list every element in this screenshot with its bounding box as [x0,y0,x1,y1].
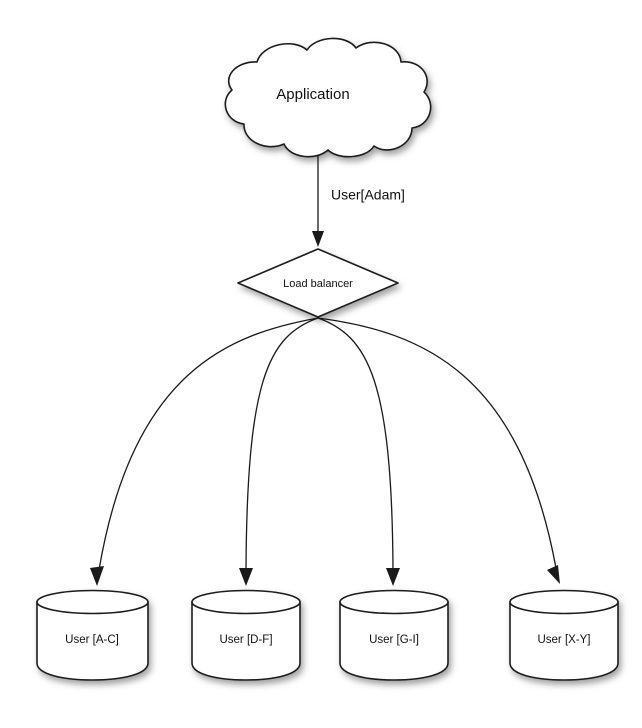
edge-balancer-to-shard-1 [90,317,319,586]
edge-balancer-to-shard-4 [317,317,560,584]
diamond-icon [237,248,399,318]
edge-line-shard-2 [245,317,319,571]
edge-label-user-adam: User[Adam] [331,187,405,203]
edge-balancer-to-shard-2 [239,317,319,586]
edge-app-to-balancer: User[Adam] [312,155,405,247]
edge-line-shard-3 [317,317,394,571]
shard-4-label: User [X-Y] [537,634,590,646]
edge-line-shard-4 [317,317,557,569]
node-load-balancer[interactable]: Load balancer [237,248,399,318]
node-shard-1[interactable]: User [A-C] [36,589,149,681]
shard-3-label: User [G-I] [369,634,419,646]
edge-balancer-to-shard-3 [317,317,400,586]
shard-1-label: User [A-C] [65,634,119,646]
node-shard-2[interactable]: User [D-F] [191,589,301,681]
database-icon [36,589,149,681]
arrow-head-shard-4 [547,565,560,584]
cloud-icon [224,37,432,158]
node-shard-3[interactable]: User [G-I] [339,589,449,681]
arrow-head-shard-3 [386,568,400,586]
load-balancer-label: Load balancer [283,278,353,290]
database-icon [191,589,301,681]
arrow-head-shard-1 [90,566,104,586]
shard-2-label: User [D-F] [219,634,272,646]
arrow-head-app-balancer [312,231,324,247]
application-label: Application [276,86,349,103]
edge-line-shard-1 [98,317,319,571]
node-application[interactable]: Application [224,37,432,158]
node-shard-4[interactable]: User [X-Y] [509,589,619,681]
database-icon [339,589,449,681]
database-icon [509,589,619,681]
arrow-head-shard-2 [239,568,253,586]
